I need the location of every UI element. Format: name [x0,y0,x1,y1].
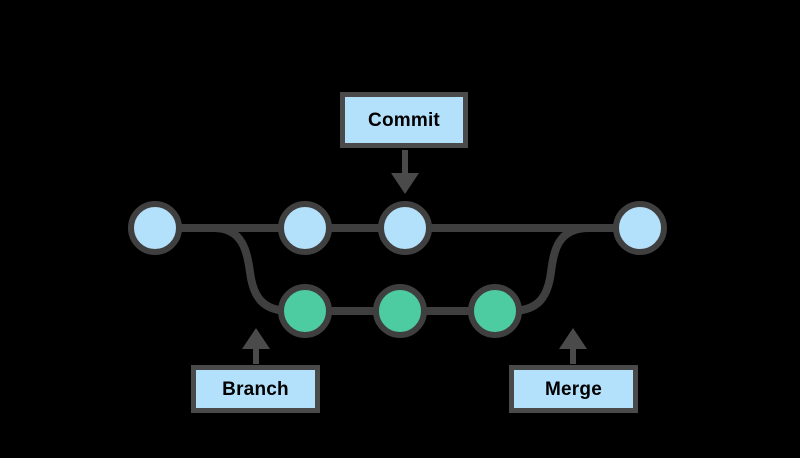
node-feature-c3[interactable] [468,284,522,338]
node-main-c4[interactable] [613,201,667,255]
node-feature-c1[interactable] [278,284,332,338]
node-main-c1[interactable] [128,201,182,255]
annotation-arrows [242,150,587,364]
main-lane-nodes [128,201,667,255]
merge-arrow-up-icon [559,328,587,364]
node-main-c3[interactable] [378,201,432,255]
commit-label-box[interactable]: Commit [340,92,468,148]
commit-arrow-down-icon [391,150,419,194]
edge-merge-curve [507,224,593,315]
branch-label-box[interactable]: Branch [191,365,320,413]
merge-label-box[interactable]: Merge [509,365,638,413]
node-main-c2[interactable] [278,201,332,255]
edge-branch-curve [210,224,294,315]
feature-lane-nodes [278,284,522,338]
branch-arrow-up-icon [242,328,270,364]
node-feature-c2[interactable] [373,284,427,338]
